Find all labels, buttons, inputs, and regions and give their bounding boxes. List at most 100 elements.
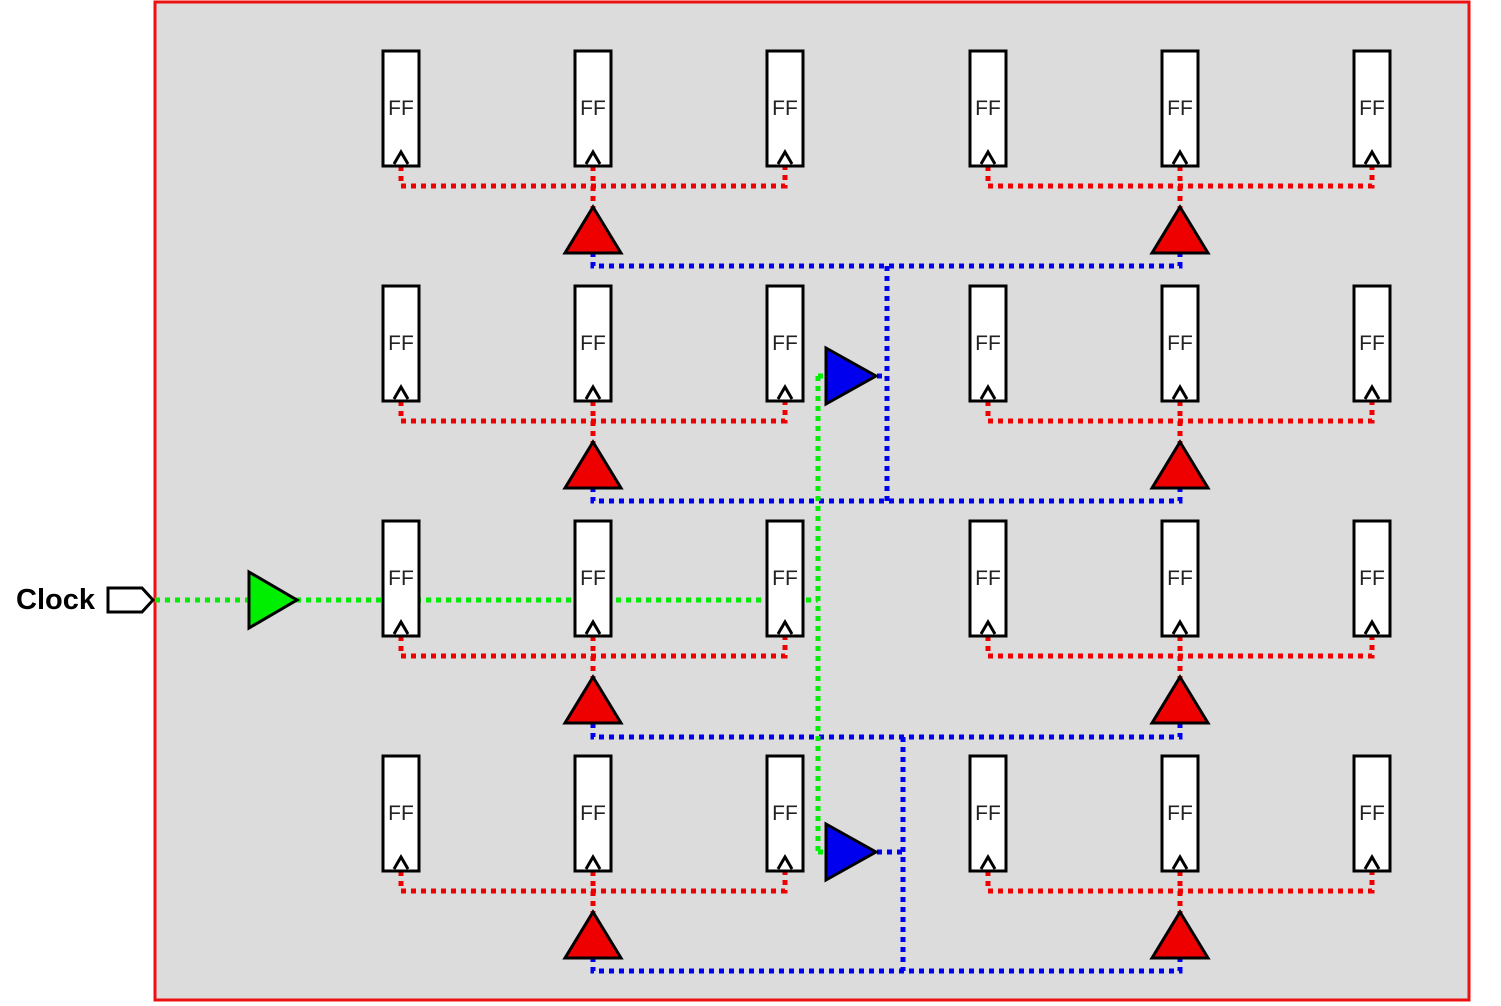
leaf-buffer-icon: [1149, 204, 1211, 255]
clock-pin-icon: [392, 149, 410, 165]
clock-pin-icon: [1363, 384, 1381, 400]
clock-port-group: Clock: [16, 584, 156, 616]
clock-pin-icon: [1363, 149, 1381, 165]
clock-pin-icon: [392, 854, 410, 870]
clock-pin-icon: [979, 619, 997, 635]
leaf-buffer-icon: [562, 204, 624, 255]
leaf-buffer-icon: [1149, 439, 1211, 490]
flip-flop: FF: [381, 284, 421, 403]
flip-flop-body: [1352, 49, 1392, 168]
flip-flop-label: FF: [1167, 567, 1193, 590]
clock-nets: [155, 166, 1375, 974]
flip-flop-label: FF: [388, 802, 414, 825]
flip-flop-body: [1352, 754, 1392, 873]
flip-flop: FF: [381, 519, 421, 638]
flip-flop-body: [1160, 519, 1200, 638]
clock-pin-icon: [776, 384, 794, 400]
flip-flop-body: [381, 754, 421, 873]
clock-pin-icon: [776, 619, 794, 635]
leaf-buffer-icon: [1149, 909, 1211, 960]
flip-flop-body: [573, 519, 613, 638]
clock-pin-icon: [776, 854, 794, 870]
flip-flop-label: FF: [772, 97, 798, 120]
flip-flop: FF: [765, 754, 805, 873]
flip-flop-label: FF: [1167, 332, 1193, 355]
clock-pin-icon: [392, 619, 410, 635]
clock-pin-icon: [1363, 619, 1381, 635]
flip-flop-body: [968, 519, 1008, 638]
flip-flop: FF: [1160, 49, 1200, 168]
flip-flop-label: FF: [580, 567, 606, 590]
clock-port-icon: [106, 586, 156, 614]
flip-flop-label: FF: [388, 567, 414, 590]
clock-pin-icon: [1363, 854, 1381, 870]
leaf-buffer-icon: [1149, 674, 1211, 725]
clock-pin-icon: [979, 149, 997, 165]
flip-flop-body: [968, 284, 1008, 403]
flip-flop-body: [765, 284, 805, 403]
flip-flop-label: FF: [975, 802, 1001, 825]
flip-flop: FF: [381, 49, 421, 168]
clock-input-label: Clock: [16, 584, 96, 616]
flip-flop: FF: [1352, 49, 1392, 168]
flip-flop: FF: [381, 754, 421, 873]
flip-flop: FF: [1352, 284, 1392, 403]
flip-flop: FF: [1160, 284, 1200, 403]
flip-flop: FF: [765, 284, 805, 403]
flip-flop-body: [573, 49, 613, 168]
flip-flop-body: [968, 49, 1008, 168]
flip-flop-body: [573, 284, 613, 403]
clock-pin-icon: [392, 384, 410, 400]
flip-flop-body: [968, 754, 1008, 873]
flip-flop: FF: [968, 49, 1008, 168]
flip-flop-body: [1352, 519, 1392, 638]
flip-flop-body: [381, 519, 421, 638]
clock-buffers: [247, 204, 1211, 960]
flip-flop-label: FF: [1359, 332, 1385, 355]
flip-flop-label: FF: [772, 332, 798, 355]
flip-flop-label: FF: [388, 332, 414, 355]
clock-pin-icon: [1171, 619, 1189, 635]
flip-flop: FF: [968, 284, 1008, 403]
clock-pin-icon: [1171, 384, 1189, 400]
clock-pin-icon: [584, 854, 602, 870]
clock-pin-icon: [1171, 149, 1189, 165]
flip-flop: FF: [1160, 754, 1200, 873]
clock-pin-icon: [584, 384, 602, 400]
leaf-buffer-icon: [562, 439, 624, 490]
clock-pin-icon: [1171, 854, 1189, 870]
flip-flop-body: [765, 49, 805, 168]
flip-flop: FF: [1352, 519, 1392, 638]
flip-flop-body: [1160, 754, 1200, 873]
flip-flop-label: FF: [580, 802, 606, 825]
flip-flop-body: [381, 49, 421, 168]
flip-flop-label: FF: [580, 97, 606, 120]
flip-flop-label: FF: [772, 567, 798, 590]
flip-flop: FF: [968, 754, 1008, 873]
flip-flop: FF: [765, 49, 805, 168]
level2-buffer-icon: [824, 821, 880, 883]
flip-flop-body: [765, 519, 805, 638]
flip-flop: FF: [573, 284, 613, 403]
flip-flop-label: FF: [1167, 802, 1193, 825]
flip-flop-label: FF: [1359, 97, 1385, 120]
flip-flop-label: FF: [580, 332, 606, 355]
flip-flop: FF: [968, 519, 1008, 638]
flip-flop: FF: [1352, 754, 1392, 873]
flip-flop-label: FF: [975, 97, 1001, 120]
flip-flop-label: FF: [1167, 97, 1193, 120]
leaf-buffer-icon: [562, 674, 624, 725]
flip-flop-label: FF: [975, 567, 1001, 590]
clock-pin-icon: [584, 149, 602, 165]
flip-flop: FF: [1160, 519, 1200, 638]
flip-flop-label: FF: [1359, 567, 1385, 590]
flip-flop: FF: [765, 519, 805, 638]
flip-flop: FF: [573, 519, 613, 638]
root-buffer-icon: [247, 569, 300, 631]
flip-flop-label: FF: [388, 97, 414, 120]
flip-flop: FF: [573, 49, 613, 168]
clock-pin-icon: [776, 149, 794, 165]
flip-flop-body: [1160, 49, 1200, 168]
flip-flop-label: FF: [1359, 802, 1385, 825]
